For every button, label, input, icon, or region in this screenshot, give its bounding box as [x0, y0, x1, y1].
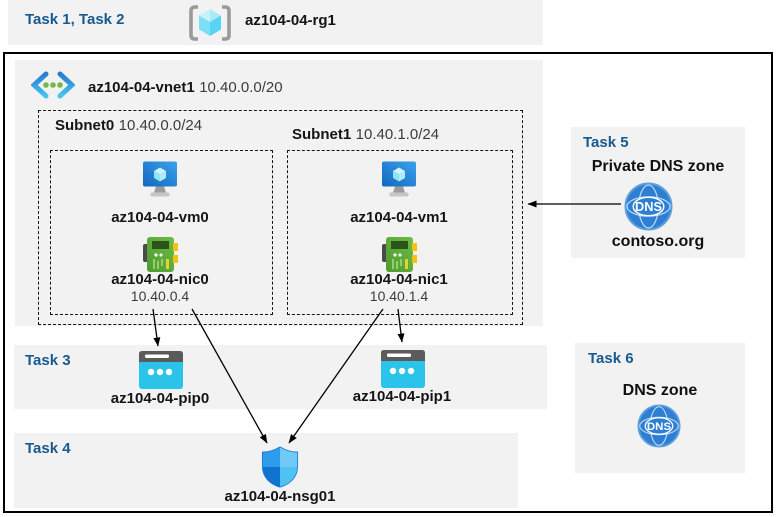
nic1-ip: 10.40.1.4 [369, 288, 429, 304]
pip1-name: az104-04-pip1 [352, 388, 452, 405]
resource-group-name: az104-04-rg1 [245, 12, 336, 29]
dns-zone-title: DNS zone [622, 382, 698, 399]
subnet1-name: Subnet1 [292, 126, 352, 143]
vm1-name: az104-04-vm1 [350, 209, 448, 226]
private-dns-zone-title: Private DNS zone [591, 158, 725, 175]
task1-2-label: Task 1, Task 2 [25, 11, 125, 28]
task6-label: Task 6 [588, 350, 634, 367]
resource-group-icon [188, 4, 232, 42]
vm1-icon [381, 161, 417, 199]
task3-label: Task 3 [25, 352, 71, 369]
task1-2-band: Task 1, Task 2 az104-04-rg1 [8, 0, 543, 45]
nic1-name: az104-04-nic1 [350, 271, 448, 288]
svg-text:DNS: DNS [647, 421, 672, 433]
nic1-icon [382, 236, 417, 273]
vnet-title: az104-04-vnet1 10.40.0.0/20 [88, 79, 283, 97]
vnet-name: az104-04-vnet1 [88, 79, 195, 96]
task3-band: Task 3 [14, 345, 547, 409]
subnet1-cidr: 10.40.1.0/24 [355, 126, 440, 143]
nic0-icon [143, 236, 178, 273]
subnet0-cidr: 10.40.0.0/24 [118, 117, 203, 134]
task5-label: Task 5 [583, 134, 629, 151]
subnets-outer-box [38, 110, 523, 325]
subnet0-title: Subnet0 10.40.0.0/24 [55, 117, 202, 135]
pip0-name: az104-04-pip0 [110, 390, 210, 407]
nsg-name: az104-04-nsg01 [224, 488, 336, 505]
task5-box: Task 5 Private DNS zone DNS contoso.org [571, 127, 745, 258]
nsg-shield-icon [257, 446, 303, 488]
nic0-ip: 10.40.0.4 [130, 288, 190, 304]
subnet0-box [50, 150, 273, 315]
task6-box: Task 6 DNS zone DNS [575, 343, 745, 473]
private-dns-zone-icon: DNS [624, 182, 673, 231]
subnet1-title: Subnet1 10.40.1.0/24 [292, 126, 439, 144]
vnet-cidr: 10.40.0.0/20 [199, 79, 283, 96]
pip1-icon [380, 349, 426, 389]
vm0-icon [142, 161, 178, 199]
svg-text:DNS: DNS [635, 199, 662, 214]
private-dns-zone-name: contoso.org [611, 233, 705, 250]
subnet0-name: Subnet0 [55, 117, 115, 134]
vm0-name: az104-04-vm0 [111, 209, 209, 226]
vnet-panel [15, 60, 543, 326]
dns-zone-icon: DNS [637, 404, 681, 448]
virtual-network-icon [31, 71, 75, 99]
nic0-name: az104-04-nic0 [111, 271, 209, 288]
task4-label: Task 4 [25, 440, 71, 457]
pip0-icon [138, 350, 184, 390]
